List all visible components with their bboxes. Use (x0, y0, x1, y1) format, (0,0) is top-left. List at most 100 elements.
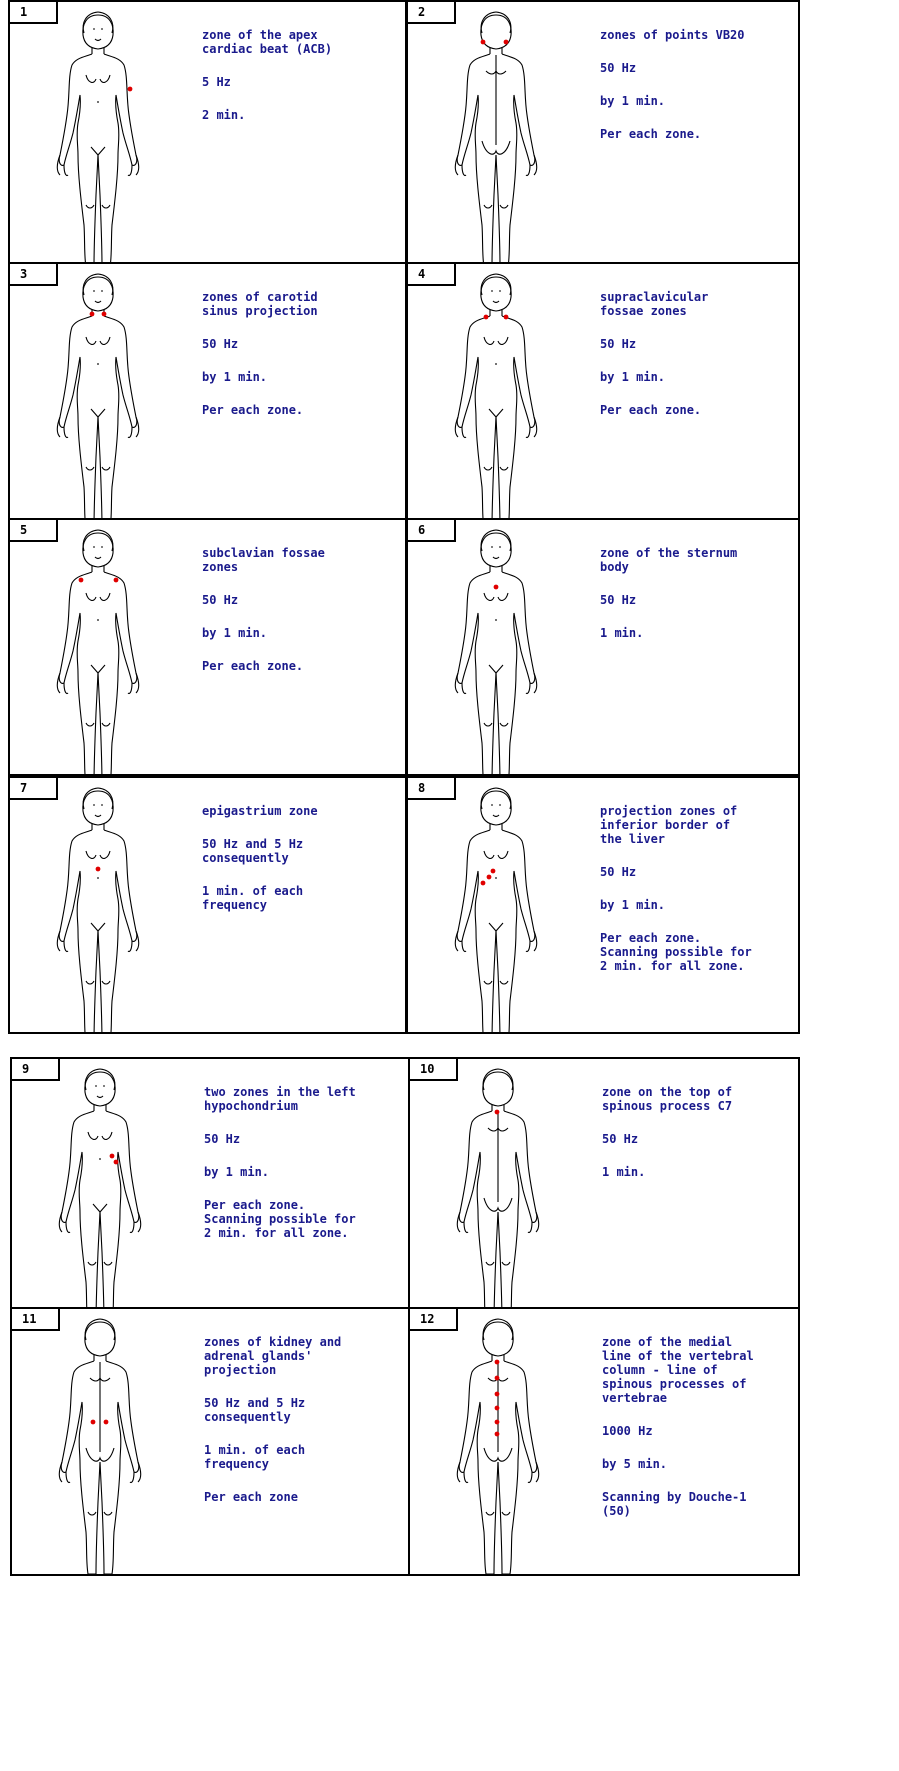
zone-marker (91, 1420, 96, 1425)
panel-description: epigastrium zone 50 Hz and 5 Hz consequen… (202, 804, 399, 931)
figure-outline (91, 665, 105, 673)
panel-description: zone of the sternum body50 Hz1 min. (600, 546, 792, 659)
figure-outline (486, 1262, 510, 1265)
description-line: 50 Hz (600, 593, 792, 607)
figure-outline (93, 1204, 107, 1212)
figure-outline (100, 75, 110, 82)
figure-outline (484, 851, 494, 858)
zone-panel-11: 11 zones of kidney and adrenal glands' p… (10, 1307, 410, 1576)
zone-marker (495, 1420, 500, 1425)
description-line: zone on the top of spinous process C7 (602, 1085, 792, 1113)
figure-outline (498, 593, 508, 600)
zone-marker (114, 1160, 119, 1165)
figure-outline (489, 665, 503, 673)
zone-panel-6: 6 zone of the sternum body50 Hz1 min. (406, 518, 800, 776)
description-line: 50 Hz (202, 337, 399, 351)
front-view-body-figure (446, 523, 546, 776)
description-line: 50 Hz (600, 865, 792, 879)
body-figure (446, 267, 546, 520)
description-line: by 1 min. (204, 1165, 402, 1179)
zone-panel-2: 2 zones of points VB2050 Hzby 1 min.Per … (406, 0, 800, 264)
description-line: two zones in the left hypochondrium (204, 1085, 402, 1113)
body-figure (48, 267, 148, 520)
figure-outline (484, 593, 494, 600)
description-line: subclavian fossae zones (202, 546, 399, 574)
panel-description: zones of points VB20 50 Hz by 1 min. Per ea… (600, 28, 792, 160)
description-line: by 1 min. (202, 626, 399, 640)
figure-outline (486, 1512, 510, 1515)
zone-panel-1: 1 zone of the apex cardiac beat (ACB)5 H… (8, 0, 407, 264)
description-line: by 1 min. (600, 370, 792, 384)
zone-marker (487, 875, 492, 880)
body-figure (446, 523, 546, 776)
description-line: zone of the sternum body (600, 546, 792, 574)
zone-marker (495, 1432, 500, 1437)
description-line: 5 Hz (202, 75, 399, 89)
body-figure (50, 1062, 150, 1309)
figure-outline (86, 75, 96, 82)
figure-outline (100, 851, 110, 858)
description-line: Per each zone. (202, 659, 399, 673)
description-line: by 1 min. (600, 94, 792, 108)
zone-marker (102, 312, 107, 317)
panel-description: zone of the medial line of the vertebral… (602, 1335, 792, 1537)
panel-description: supraclavicular fossae zones50 Hzby 1 mi… (600, 290, 792, 436)
description-line: Scanning by Douche-1 (50) (602, 1490, 792, 1518)
description-line: by 1 min. (202, 370, 399, 384)
figure-outline (484, 723, 508, 726)
figure-outline (85, 1072, 115, 1106)
zone-marker (484, 315, 489, 320)
description-line: Per each zone. Scanning possible for 2 m… (204, 1198, 402, 1240)
description-line: 50 Hz (600, 61, 792, 75)
description-line: 1 min. of each frequency (202, 884, 399, 912)
zone-panel-9: 9 two zones in the left hypochondrium50 … (10, 1057, 410, 1309)
figure-outline (86, 981, 110, 984)
figure-outline (489, 923, 503, 931)
description-line: Per each zone (204, 1490, 402, 1504)
zone-marker (494, 585, 499, 590)
zone-marker (104, 1420, 109, 1425)
description-line: 50 Hz (600, 337, 792, 351)
figure-outline (86, 467, 110, 470)
figure-outline (484, 467, 508, 470)
zone-marker (481, 40, 486, 45)
figure-outline (95, 557, 101, 559)
zone-panel-3: 3 zones of carotid sinus projection50 Hz… (8, 262, 407, 520)
body-figure (48, 781, 148, 1034)
description-line: 50 Hz (602, 1132, 792, 1146)
figure-outline (95, 39, 101, 41)
figure-outline (83, 533, 113, 567)
figure-outline (91, 923, 105, 931)
description-line: by 5 min. (602, 1457, 792, 1471)
figure-outline (498, 337, 508, 344)
zone-marker (481, 881, 486, 886)
description-line: epigastrium zone (202, 804, 399, 818)
front-view-body-figure (48, 523, 148, 776)
front-view-body-figure (48, 781, 148, 1034)
figure-outline (91, 409, 105, 417)
figure-outline (88, 1262, 112, 1265)
figure-outline (86, 205, 110, 208)
description-line: 50 Hz (202, 593, 399, 607)
description-line: zones of points VB20 (600, 28, 792, 42)
body-figure (446, 5, 546, 264)
body-figure (50, 1312, 150, 1576)
zone-panel-7: 7 epigastrium zone50 Hz and 5 Hz consequ… (8, 776, 407, 1034)
description-line: 1 min. of each frequency (204, 1443, 402, 1471)
zone-marker (90, 312, 95, 317)
figure-outline (484, 337, 494, 344)
figure-outline (100, 337, 110, 344)
back-view-body-figure (446, 5, 546, 264)
figure-outline (483, 1072, 513, 1106)
panel-description: subclavian fossae zones 50 Hz by 1 min. Per… (202, 546, 399, 692)
figure-outline (86, 593, 96, 600)
zone-marker (504, 40, 509, 45)
description-line: Per each zone. (600, 127, 792, 141)
panel-description: zone on the top of spinous process C7 50 … (602, 1085, 792, 1198)
description-line: 1000 Hz (602, 1424, 792, 1438)
description-line: 1 min. (602, 1165, 792, 1179)
figure-outline (86, 723, 110, 726)
description-line: 50 Hz and 5 Hz consequently (202, 837, 399, 865)
figure-outline (83, 15, 113, 49)
